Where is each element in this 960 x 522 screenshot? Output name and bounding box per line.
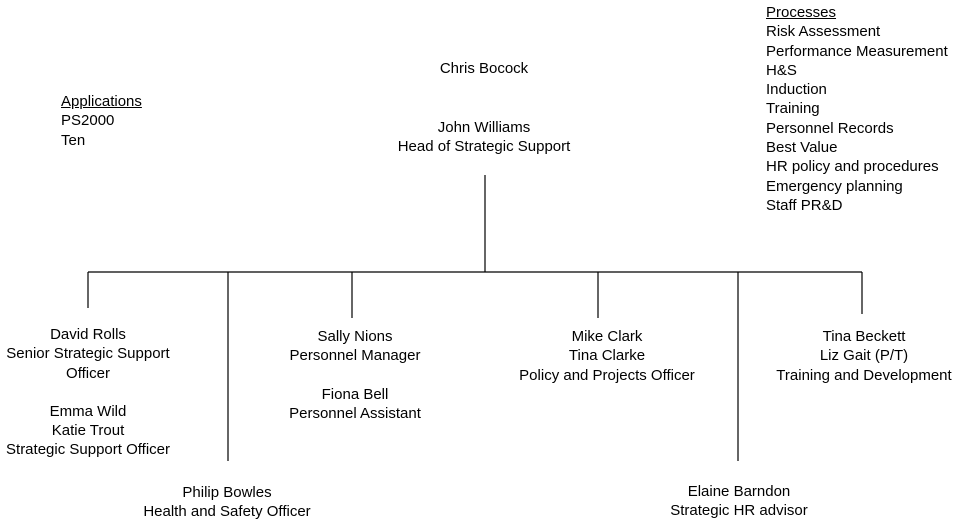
training-development-title: Training and Development <box>776 366 952 384</box>
processes-heading: Processes <box>766 4 837 21</box>
hr-advisor-name: Elaine Barndon <box>687 483 791 500</box>
policy-projects-node: Mike Clark Tina Clarke Policy and Projec… <box>519 327 695 385</box>
personnel-manager-title: Personnel Manager <box>289 347 421 365</box>
training-development-name: Liz Gait (P/T) <box>819 347 909 365</box>
strategic-support-staff-name: Katie Trout <box>51 422 125 440</box>
hr-advisor-node: Elaine Barndon Strategic HR advisor <box>670 482 808 521</box>
policy-projects-name: Tina Clarke <box>568 347 646 365</box>
hr-advisor-title: Strategic HR advisor <box>670 502 808 520</box>
health-safety-title: Health and Safety Officer <box>143 503 311 521</box>
training-development-node: Tina Beckett Liz Gait (P/T) Training and… <box>776 327 951 385</box>
processes-list: Processes Risk Assessment Performance Me… <box>766 3 948 215</box>
strategic-support-node: David Rolls Senior Strategic Support Off… <box>6 325 170 460</box>
health-safety-node: Philip Bowles Health and Safety Officer <box>143 483 310 522</box>
process-item: Training <box>766 100 820 118</box>
application-item: Ten <box>61 131 86 149</box>
personnel-manager-name: Sally Nions <box>317 328 393 345</box>
process-item: Induction <box>766 81 827 99</box>
health-safety-name: Philip Bowles <box>182 484 272 501</box>
process-item: Risk Assessment <box>766 23 881 41</box>
training-development-name: Tina Beckett <box>822 328 906 345</box>
process-item: H&S <box>766 61 797 79</box>
personnel-node: Sally Nions Personnel Manager Fiona Bell… <box>289 327 421 423</box>
strategic-support-manager-title-cont: Officer <box>66 364 110 382</box>
top-person-name: Chris Bocock <box>439 60 529 77</box>
strategic-support-staff-name: Emma Wild <box>49 402 127 420</box>
process-item: Emergency planning <box>766 177 903 195</box>
top-person-node: Chris Bocock <box>440 59 528 78</box>
process-item: Best Value <box>766 139 838 157</box>
strategic-support-staff-title: Strategic Support Officer <box>6 441 170 459</box>
head-title: Head of Strategic Support <box>397 138 571 156</box>
head-node: John Williams Head of Strategic Support <box>398 118 571 157</box>
process-item: Personnel Records <box>766 119 894 137</box>
personnel-assistant-title: Personnel Assistant <box>289 404 421 422</box>
applications-heading: Applications <box>61 93 142 110</box>
policy-projects-name: Mike Clark <box>571 328 643 345</box>
strategic-support-manager-name: David Rolls <box>50 326 126 343</box>
process-item: HR policy and procedures <box>766 158 939 176</box>
process-item: Staff PR&D <box>766 196 843 214</box>
head-name: John Williams <box>437 119 531 136</box>
process-item: Performance Measurement <box>766 42 948 60</box>
personnel-assistant-name: Fiona Bell <box>321 385 389 403</box>
applications-list: Applications PS2000 Ten <box>61 92 142 150</box>
application-item: PS2000 <box>61 112 115 130</box>
policy-projects-title: Policy and Projects Officer <box>519 366 695 384</box>
strategic-support-manager-title: Senior Strategic Support <box>6 345 170 363</box>
